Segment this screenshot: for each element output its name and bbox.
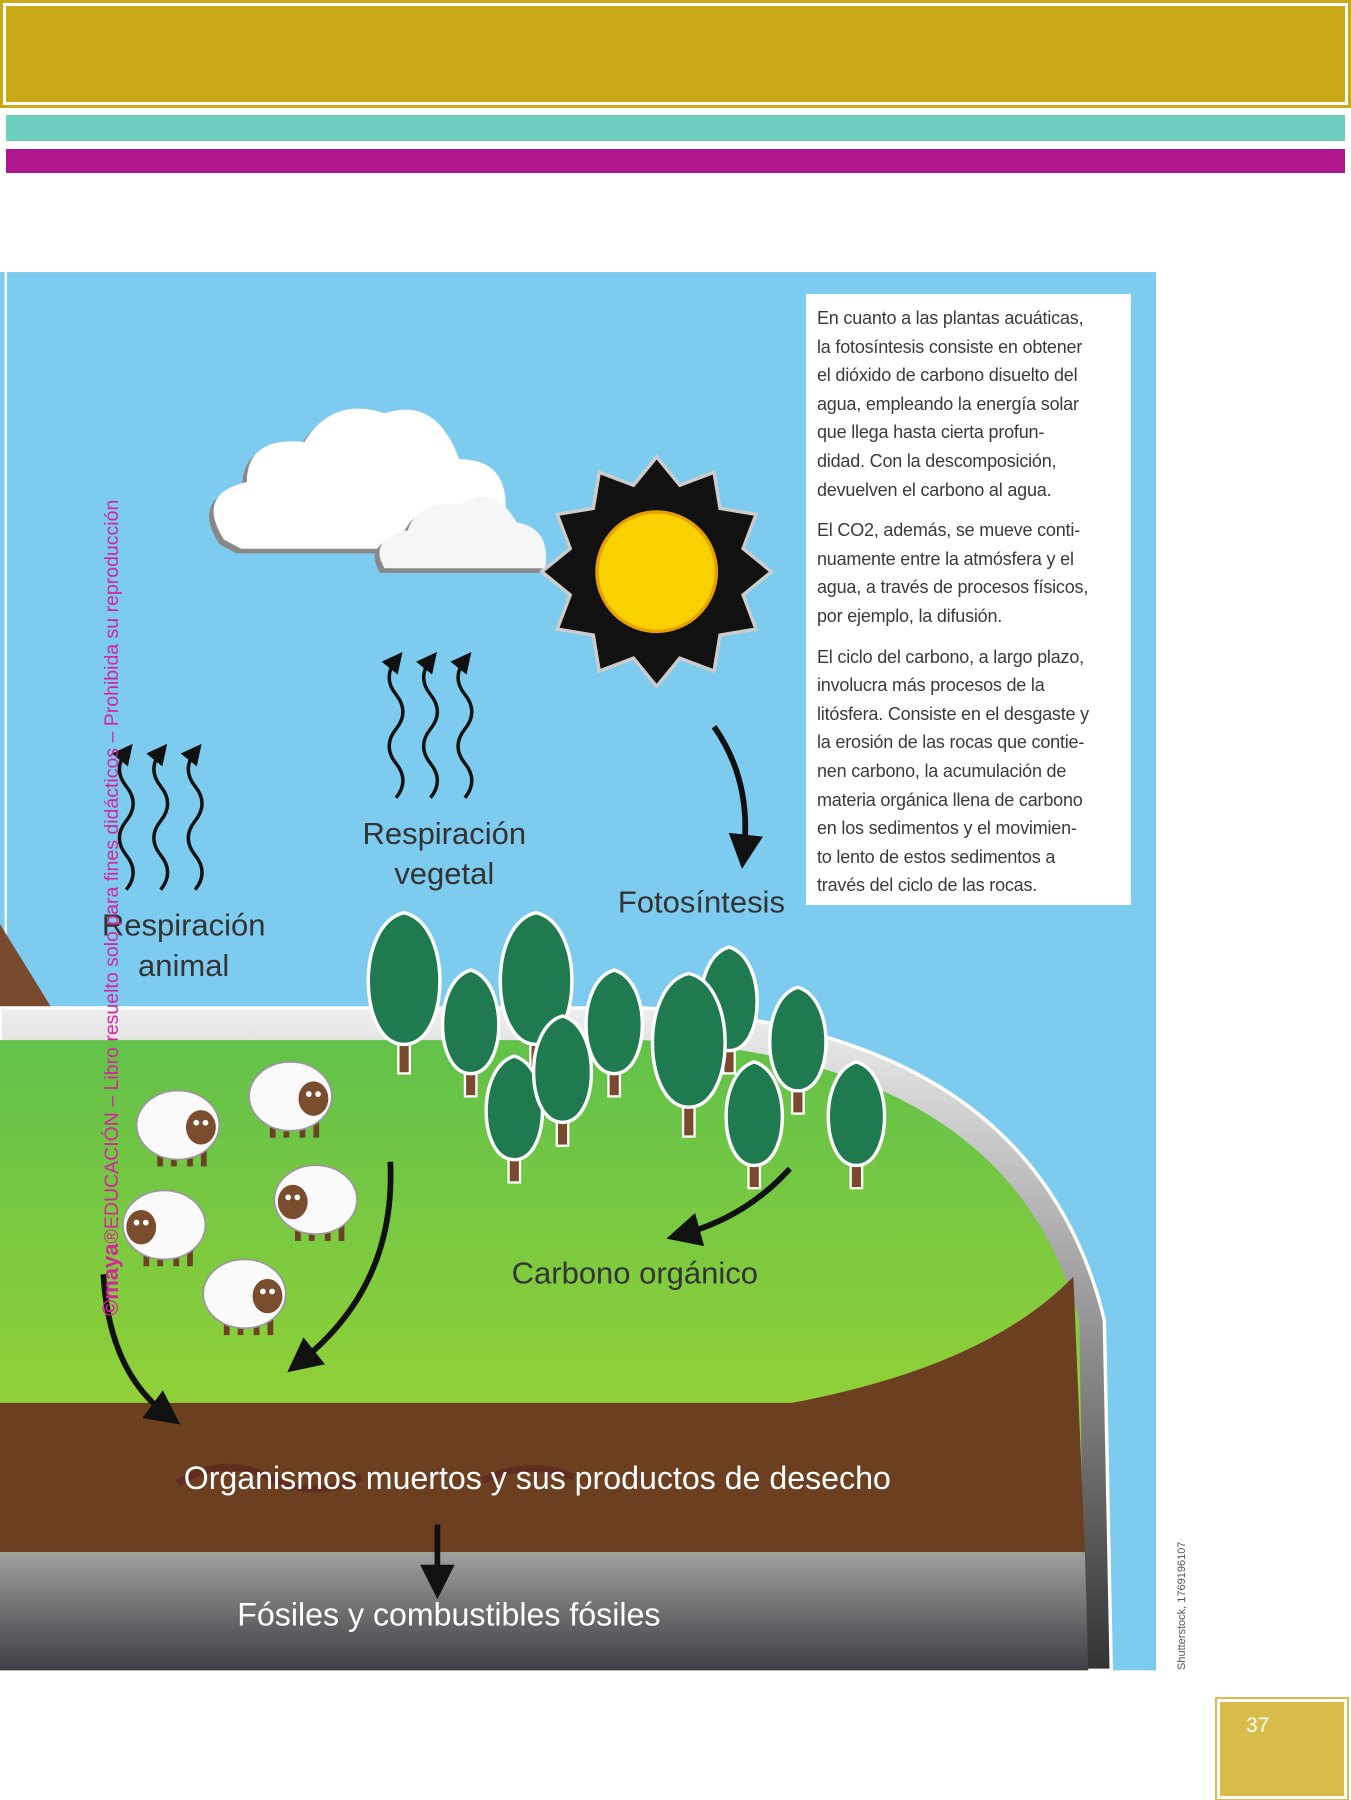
tree-icon [650, 971, 727, 1138]
cloud-icon [209, 408, 547, 573]
label-photosynthesis: Fotosíntesis [618, 885, 785, 920]
textbox-paragraph: En cuanto a las plantas acuáticas, la fot… [817, 304, 1131, 504]
textbox-line: nuamente entre la atmósfera y el [817, 548, 1074, 569]
textbox-line: por ejemplo, la difusión. [817, 605, 1003, 626]
textbox-line: to lento de estos sedimentos a [817, 846, 1056, 867]
respiration-wave-icon [111, 743, 135, 891]
rock-layer [0, 1552, 1089, 1671]
textbox-line: agua, empleando la energía solar [817, 393, 1079, 414]
textbox-line: nen carbono, la acumulación de [817, 760, 1067, 781]
tree-icon [366, 910, 442, 1075]
header-magenta-band [6, 149, 1345, 173]
textbox-line: agua, a través de procesos físicos, [817, 577, 1089, 598]
textbox-paragraph: El CO2, además, se mueve conti-nuamente … [817, 516, 1131, 630]
label-animal-respiration-2: animal [138, 948, 229, 983]
maya-logo: ©maya [98, 1243, 123, 1316]
textbox-line: través del ciclo de las rocas. [817, 875, 1038, 896]
header-gold-band [0, 0, 1351, 108]
label-plant-respiration-2: vegetal [394, 856, 494, 891]
textbox-line: el dióxido de carbono disuelto del [817, 365, 1078, 386]
soil-layer [0, 1276, 1085, 1553]
label-organic-carbon: Carbono orgánico [512, 1255, 758, 1290]
photosynthesis-arrow [711, 725, 763, 869]
textbox-line: El ciclo del carbono, a largo plazo, [817, 646, 1084, 667]
watermark-text: ®EDUCACIÓN – Libro resuelto solo para fi… [101, 499, 123, 1244]
watermark: ©maya®EDUCACIÓN – Libro resuelto solo pa… [98, 500, 124, 1316]
plant-decay-arrow [287, 1161, 394, 1373]
info-textbox: En cuanto a las plantas acuáticas, la fot… [806, 294, 1131, 905]
header-teal-band [6, 115, 1345, 141]
textbox-line: involucra más procesos de la [817, 675, 1045, 696]
label-animal-respiration-1: Respiración [102, 908, 266, 943]
textbox-line: que llega hasta cierta profun- [817, 422, 1045, 443]
page-number-box: 37 [1215, 1697, 1349, 1800]
respiration-wave-icon [180, 743, 204, 891]
tree-icon [724, 1060, 784, 1190]
sheep-icon [273, 1164, 358, 1241]
label-plant-respiration-1: Respiración [362, 816, 526, 851]
tree-icon [531, 1014, 594, 1147]
textbox-line: litósfera. Consiste en el desgaste y [817, 703, 1089, 724]
organic-carbon-arrow [666, 1166, 792, 1247]
tree-icon [440, 968, 501, 1098]
respiration-wave-icon [450, 652, 474, 799]
textbox-line: materia orgánica llena de carbono [817, 789, 1083, 810]
respiration-wave-icon [146, 743, 170, 891]
textbox-line: En cuanto a las plantas acuáticas, [817, 308, 1084, 328]
tree-icon [584, 968, 644, 1098]
respiration-wave-icon [381, 652, 405, 799]
sheep-icon [248, 1061, 333, 1138]
animal-decay-arrow [100, 1274, 181, 1425]
textbox-line: devuelven el carbono al agua. [817, 479, 1052, 500]
tree-icon [826, 1060, 887, 1190]
respiration-wave-icon [415, 652, 440, 799]
sun-icon [539, 454, 775, 690]
textbox-line: la erosión de las rocas que contie- [817, 732, 1085, 753]
sheep-icon [135, 1089, 221, 1167]
textbox-line: la fotosíntesis consiste en obtener [817, 336, 1083, 357]
label-dead-organisms: Organismos muertos y sus productos de de… [184, 1460, 891, 1496]
mountain [0, 924, 52, 1008]
label-fossils: Fósiles y combustibles fósiles [237, 1597, 660, 1633]
textbox-line: didad. Con la descomposición, [817, 450, 1057, 471]
tree-icon [768, 985, 828, 1115]
image-credit: Shutterstock, 1769196107 [1176, 1541, 1188, 1670]
sheep-icon [202, 1258, 287, 1336]
page-number: 37 [1246, 1714, 1270, 1737]
textbox-line: El CO2, además, se mueve conti- [817, 520, 1080, 541]
textbox-paragraph: El ciclo del carbono, a largo plazo, invo… [817, 643, 1131, 900]
sheep-icon [121, 1189, 207, 1267]
textbox-line: en los sedimentos y el movimien- [817, 818, 1077, 839]
